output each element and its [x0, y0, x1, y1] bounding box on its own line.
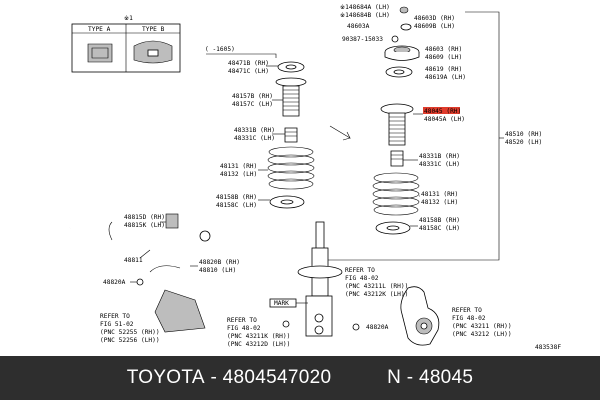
label-48131-left: 48131 (RH) — [220, 163, 257, 170]
date-range: ( -1605) — [205, 46, 235, 53]
label-48820a-right: 48820A — [366, 324, 389, 331]
support-mount-icon — [384, 45, 420, 61]
dust-boot-right-icon — [380, 103, 414, 146]
mark-label: MARK — [274, 300, 289, 307]
footer-part-number: 4804547020 — [222, 367, 332, 388]
svg-text:(PNC 43211 (RH)): (PNC 43211 (RH)) — [452, 323, 512, 330]
svg-text:REFER TO: REFER TO — [100, 313, 130, 320]
nut-cap-icon — [400, 23, 412, 31]
label-48815k: 48815K (LH) — [124, 222, 165, 229]
shock-absorber-icon — [297, 221, 343, 337]
label-90387: 90387-15033 — [342, 36, 383, 43]
inset-note: ※1 — [124, 15, 133, 22]
part-footer: TOYOTA - 4804547020 N - 48045 — [0, 356, 600, 400]
label-48471c: 48471C (LH) — [228, 68, 269, 75]
svg-text:(PNC 52255 (RH)): (PNC 52255 (RH)) — [100, 329, 160, 336]
inset-box: ※1 TYPE A TYPE B — [71, 15, 181, 73]
highlight-box — [423, 107, 460, 114]
label-48815d: 48815D (RH) — [124, 214, 165, 221]
label-48520: 48520 (LH) — [505, 139, 542, 146]
label-48045[interactable]: 48045 (RH) — [424, 108, 461, 115]
type-a-label: TYPE A — [88, 26, 111, 33]
steering-knuckle-icon — [400, 286, 440, 346]
diagram-svg: ※1 TYPE A TYPE B ( -1605) 48471B (RH) 48… — [69, 4, 561, 351]
diagram-code: 483538F — [535, 344, 561, 351]
assembly-bracket — [319, 11, 500, 261]
label-48045a[interactable]: 48045A (LH) — [424, 116, 465, 123]
label-48157c: 48157C (LH) — [232, 101, 273, 108]
svg-text:FIG 48-02: FIG 48-02 — [452, 315, 486, 322]
cap-icon — [399, 6, 409, 14]
svg-text:(PNC 43211L (RH)): (PNC 43211L (RH)) — [345, 283, 408, 290]
type-a-icon — [87, 43, 113, 63]
label-48132-right: 48132 (LH) — [421, 199, 458, 206]
label-48603d: 48603D (RH) — [414, 15, 455, 22]
label-48132-left: 48132 (LH) — [220, 171, 257, 178]
bolt-icon — [282, 320, 290, 328]
label-48331c-right: 48331C (LH) — [419, 161, 460, 168]
svg-text:(PNC 43212 (LH)): (PNC 43212 (LH)) — [452, 331, 512, 338]
footer-brand: TOYOTA — [126, 367, 205, 388]
label-48158c-right: 48158C (LH) — [419, 225, 460, 232]
parts-diagram: ※1 TYPE A TYPE B ( -1605) 48471B (RH) 48… — [69, 4, 561, 351]
nut-48820a-left-icon — [136, 278, 144, 286]
label-48619a: 48619A (LH) — [425, 74, 466, 81]
label-48684b: ※148684B (LH) — [340, 12, 390, 19]
svg-text:(PNC 52256 (LH)): (PNC 52256 (LH)) — [100, 337, 160, 344]
ref-note-2: REFER TO FIG 48-02 (PNC 43211K (RH)) (PN… — [227, 317, 290, 348]
nut-icon — [391, 35, 399, 43]
dust-boot-left-icon — [275, 77, 307, 117]
label-48471b: 48471B (RH) — [228, 60, 269, 67]
nut-48820a-right-icon — [352, 323, 360, 331]
label-48820b: 48820B (RH) — [199, 259, 240, 266]
coil-spring-left-icon — [267, 146, 315, 190]
label-48158b-right: 48158B (RH) — [419, 217, 460, 224]
label-48510: 48510 (RH) — [505, 131, 542, 138]
label-48331c-left: 48331C (LH) — [234, 135, 275, 142]
bump-stopper-left-icon — [284, 127, 298, 143]
label-48331b-left: 48331B (RH) — [234, 127, 275, 134]
ref-note-4: REFER TO FIG 48-02 (PNC 43211 (RH)) (PNC… — [452, 307, 512, 338]
svg-text:FIG 48-02: FIG 48-02 — [227, 325, 261, 332]
svg-text:FIG 48-02: FIG 48-02 — [345, 275, 379, 282]
label-48684a: ※148684A (LH) — [340, 4, 390, 11]
svg-text:(PNC 43211K (RH)): (PNC 43211K (RH)) — [227, 333, 290, 340]
stabilizer-bar-icon — [69, 213, 211, 333]
label-48158b-left: 48158B (RH) — [216, 194, 257, 201]
label-48603: 48603 (RH) — [425, 46, 462, 53]
svg-text:REFER TO: REFER TO — [345, 267, 375, 274]
label-48810: 48810 (LH) — [199, 267, 236, 274]
label-48619: 48619 (RH) — [425, 66, 462, 73]
svg-text:(PNC 43212D (LH)): (PNC 43212D (LH)) — [227, 341, 290, 348]
bump-stopper-right-icon — [390, 150, 404, 167]
label-48811: 48811 — [124, 257, 143, 264]
arrow-icon — [329, 125, 351, 141]
coil-spring-right-icon — [372, 172, 420, 216]
label-48609: 48609 (LH) — [425, 54, 462, 61]
footer-ref-number: 48045 — [418, 367, 474, 388]
ref-note-3: REFER TO FIG 48-02 (PNC 43211L (RH)) (PN… — [345, 267, 408, 298]
footer-ref-label: N — [387, 367, 402, 388]
label-48331b-right: 48331B (RH) — [419, 153, 460, 160]
svg-text:FIG 51-02: FIG 51-02 — [100, 321, 134, 328]
label-48131-right: 48131 (RH) — [421, 191, 458, 198]
type-b-label: TYPE B — [142, 26, 165, 33]
ref-note-1: REFER TO FIG 51-02 (PNC 52255 (RH)) (PNC… — [100, 313, 160, 344]
label-48158c-left: 48158C (LH) — [216, 202, 257, 209]
svg-text:(PNC 43212K (LH)): (PNC 43212K (LH)) — [345, 291, 408, 298]
label-48820a-left: 48820A — [103, 279, 126, 286]
label-48157b: 48157B (RH) — [232, 93, 273, 100]
label-48603a: 48603A — [347, 23, 370, 30]
svg-text:REFER TO: REFER TO — [452, 307, 482, 314]
label-48609b: 48609B (LH) — [414, 23, 455, 30]
svg-text:REFER TO: REFER TO — [227, 317, 257, 324]
